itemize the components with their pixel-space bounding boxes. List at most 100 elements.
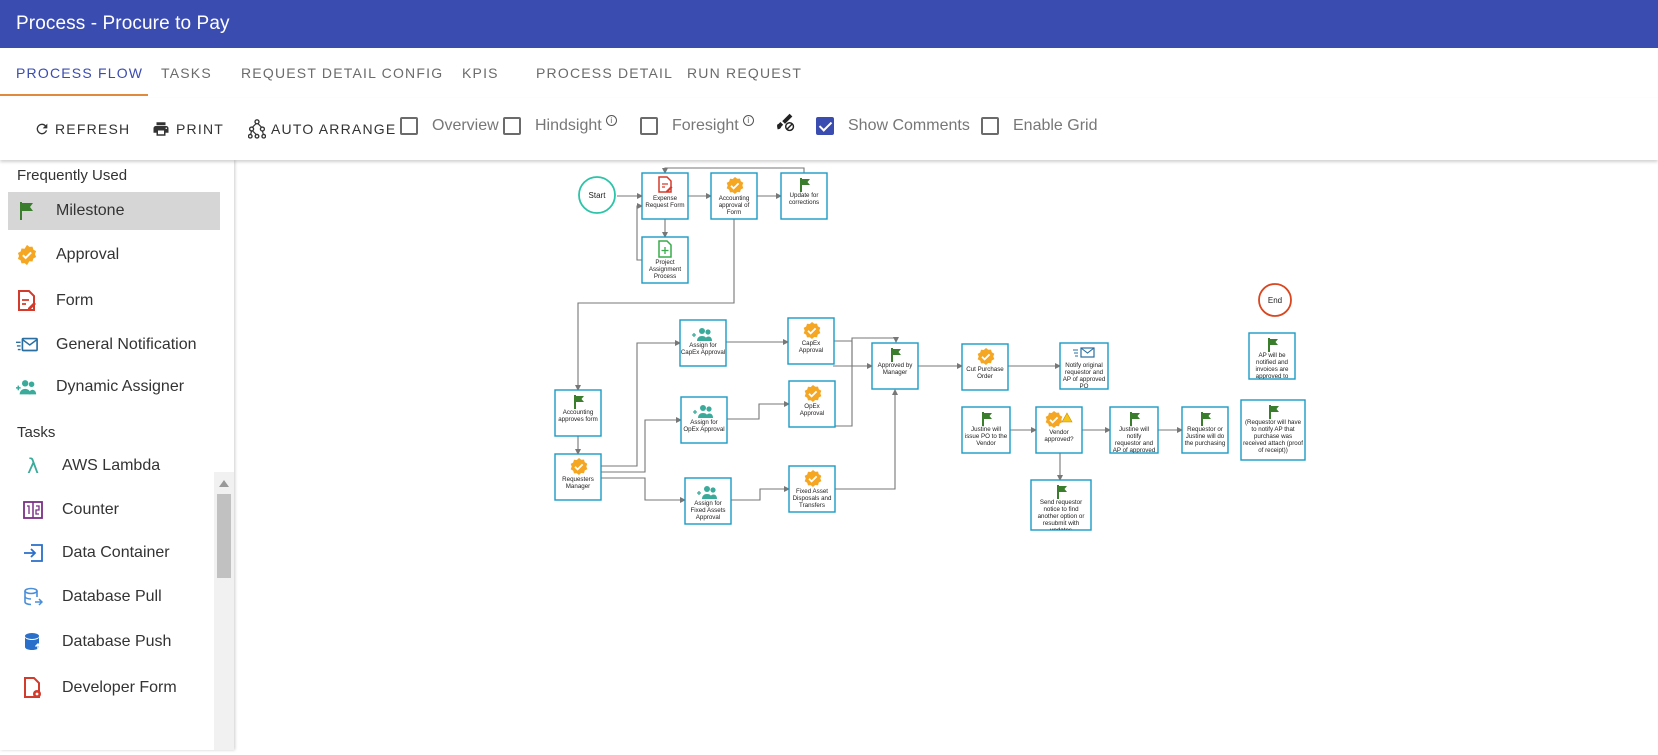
- palette-item-label: AWS Lambda: [62, 457, 161, 474]
- node-label-line: another option or: [1038, 513, 1085, 520]
- tab-process-detail[interactable]: PROCESS DETAIL: [536, 65, 674, 81]
- node-label-line: to notify AP that: [1251, 426, 1295, 433]
- palette-item-form[interactable]: Form: [8, 282, 220, 320]
- node-label-line: Process: [654, 273, 676, 280]
- notification-mail-icon: [16, 337, 38, 353]
- palette-item-label: Form: [56, 292, 94, 309]
- palette-item-counter[interactable]: Counter: [8, 491, 220, 529]
- node-label-line: AP of approved: [1063, 376, 1106, 383]
- node-label-line: the purchasing: [1185, 440, 1226, 447]
- palette-item-dynamic-assigner[interactable]: Dynamic Assigner: [8, 368, 220, 406]
- start-event[interactable]: Start: [578, 176, 616, 214]
- show-comments-label: Show Comments: [848, 117, 970, 134]
- palette-item-label: Counter: [62, 501, 119, 518]
- node-label-line: Approval: [696, 514, 720, 521]
- palette-item-database-pull[interactable]: Database Pull: [8, 578, 220, 616]
- start-label: Start: [589, 191, 607, 200]
- palette-item-milestone[interactable]: Milestone: [8, 192, 220, 230]
- tab-run-request[interactable]: RUN REQUEST: [687, 65, 803, 81]
- node-label-line: CapEx Approval: [681, 349, 725, 356]
- palette-item-data-container[interactable]: Data Container: [8, 534, 220, 572]
- tab-tasks[interactable]: TASKS: [161, 65, 212, 81]
- node-label-line: updates: [1050, 527, 1072, 534]
- node-label-line: Disposals and: [793, 495, 832, 502]
- foresight-checkbox-box[interactable]: [640, 117, 658, 135]
- node-label-line: requestor and: [1115, 440, 1154, 447]
- show-comments-checkbox-box[interactable]: [816, 117, 834, 135]
- frequently-used-heading: Frequently Used: [17, 167, 128, 184]
- node-label-line: Manager: [566, 483, 590, 490]
- enable-grid-checkbox[interactable]: Enable Grid: [981, 117, 1098, 135]
- overview-checkbox-box[interactable]: [400, 117, 418, 135]
- node-label-line: Accounting: [719, 195, 750, 202]
- hindsight-info-icon[interactable]: i: [605, 114, 617, 126]
- end-label: End: [1268, 296, 1282, 305]
- auto-arrange-button[interactable]: AUTO ARRANGE: [248, 118, 396, 140]
- node-label-line: requestor and: [1065, 369, 1104, 376]
- scroll-up-arrow[interactable]: [219, 480, 229, 487]
- palette-item-label: Developer Form: [62, 679, 177, 696]
- node-label-line: Update for: [790, 192, 819, 199]
- database-pull-icon: [22, 587, 44, 607]
- print-button[interactable]: PRINT: [151, 118, 224, 140]
- node-label-line: corrections: [789, 199, 819, 206]
- active-tab-indicator: [0, 94, 148, 96]
- lambda-icon: λ: [27, 454, 39, 478]
- hindsight-checkbox[interactable]: Hindsight i: [503, 114, 617, 135]
- flag-icon: [16, 201, 38, 221]
- clear-formatting-button[interactable]: [774, 111, 801, 133]
- palette-item-developer-form[interactable]: Developer Form: [8, 669, 220, 707]
- hindsight-checkbox-box[interactable]: [503, 117, 521, 135]
- enable-grid-checkbox-box[interactable]: [981, 117, 999, 135]
- tab-process-flow[interactable]: PROCESS FLOW: [16, 65, 144, 81]
- node-label-line: Fixed Assets: [690, 507, 725, 514]
- palette-item-aws-lambda[interactable]: λ AWS Lambda: [8, 447, 220, 485]
- tab-request-detail-config[interactable]: REQUEST DETAIL CONFIG: [241, 65, 444, 81]
- node-palette-sidebar: Frequently Used Milestone Approval Form …: [0, 160, 234, 750]
- page-title: Process - Procure to Pay: [16, 13, 230, 34]
- palette-scrollbar-thumb[interactable]: [217, 494, 231, 578]
- overview-checkbox[interactable]: Overview: [400, 117, 499, 135]
- node-label-line: Cut Purchase: [966, 366, 1004, 373]
- palette-item-database-push[interactable]: Database Push: [8, 623, 220, 661]
- warning-icon: [1061, 412, 1073, 423]
- foresight-info-icon[interactable]: i: [742, 114, 754, 126]
- node-label-line: Assign for: [689, 342, 717, 349]
- end-event[interactable]: End: [1258, 283, 1292, 317]
- notification-mail-icon: [1073, 347, 1095, 358]
- node-label-line: Justine will: [971, 426, 1001, 433]
- refresh-button[interactable]: REFRESH: [34, 118, 130, 140]
- foresight-checkbox[interactable]: Foresight i: [640, 114, 754, 135]
- node-label-line: Accounting: [563, 409, 594, 416]
- node-label-line: Approval: [800, 410, 824, 417]
- show-comments-checkbox[interactable]: Show Comments: [816, 117, 970, 135]
- palette-item-general-notification[interactable]: General Notification: [8, 326, 220, 364]
- node-label-line: notify: [1127, 433, 1143, 440]
- tab-bar: PROCESS FLOW TASKS REQUEST DETAIL CONFIG…: [0, 48, 1658, 98]
- tab-kpis[interactable]: KPIS: [462, 65, 499, 81]
- palette-item-approval[interactable]: Approval: [8, 236, 220, 274]
